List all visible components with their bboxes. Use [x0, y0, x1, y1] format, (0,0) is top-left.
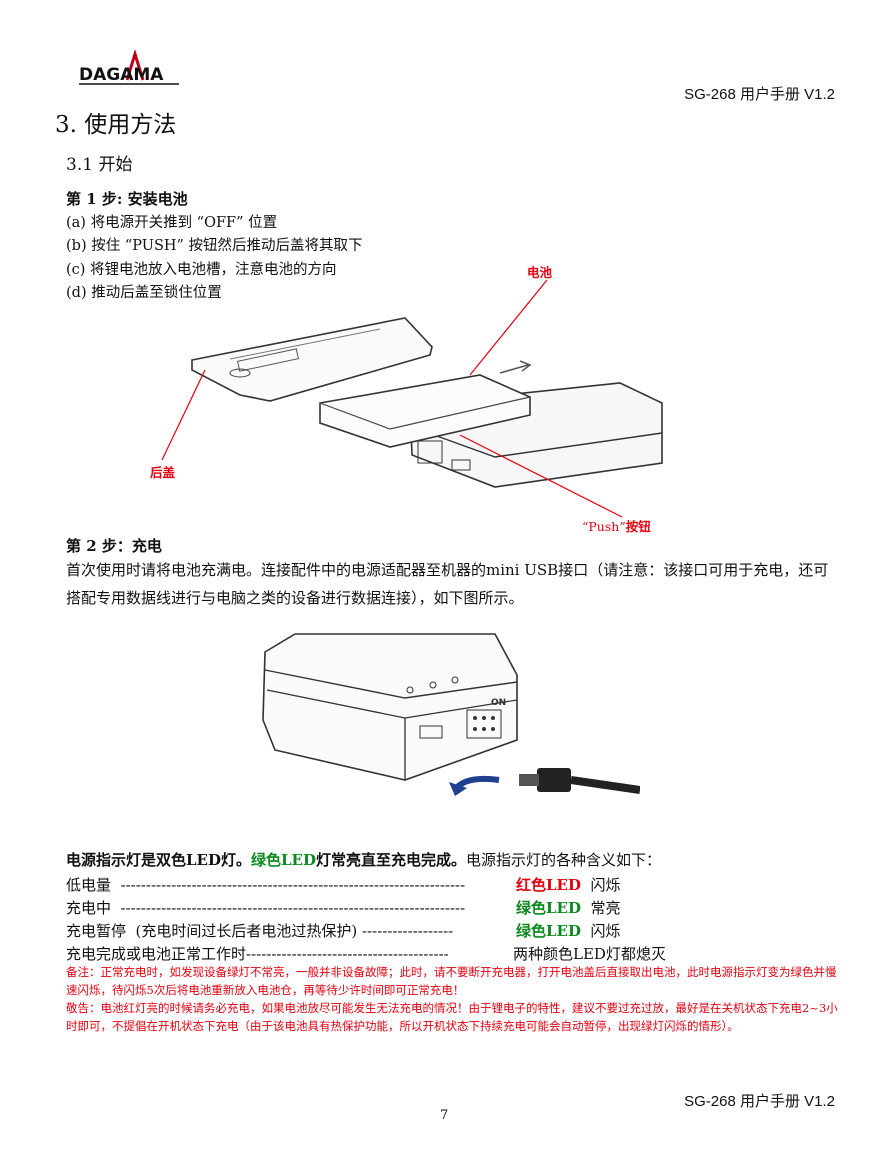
logo-text: DAGAMA — [79, 65, 164, 85]
led-row-paused: 充电暂停 (充电时间过长后者电池过热保护) ------------------ — [66, 920, 458, 941]
battery-callout: 电池 — [527, 265, 553, 280]
indicator-intro-green: 绿色LED — [251, 851, 316, 869]
led-state: 闪烁 — [581, 876, 621, 894]
indicator-intro-3: 电源指示灯的各种含义如下： — [466, 851, 662, 869]
indicator-intro-1: 电源指示灯是双色LED灯。 — [66, 851, 251, 869]
led-row-label: 充电暂停 (充电时间过长后者电池过热保护) ------------------ — [66, 922, 459, 940]
led-color: 红色LED — [516, 876, 581, 894]
led-state: 常亮 — [581, 899, 621, 917]
led-row-paused-state: 绿色LED 闪烁 — [516, 920, 621, 941]
step2-title: 第 2 步：充电 — [66, 537, 162, 555]
charging-illustration: ON — [255, 630, 641, 805]
section-heading: 3. 使用方法 — [55, 112, 177, 138]
step1-title: 第 1 步: 安装电池 — [66, 190, 188, 208]
page-number: 7 — [440, 1108, 449, 1123]
led-state: 两种颜色LED灯都熄灭 — [513, 945, 666, 963]
step1-line-b: (b) 按住 “PUSH” 按钮然后推动后盖将其取下 — [66, 238, 363, 254]
note-remark: 备注：正常充电时，如发现设备绿灯不常亮，一般并非设备故障；此时，请不要断开充电器… — [66, 965, 837, 997]
brand-logo: DAGAMA — [75, 48, 185, 90]
step1-line-d: (d) 推动后盖至锁住位置 — [66, 285, 222, 301]
step2-paragraph: 首次使用时请将电池充满电。连接配件中的电源适配器至机器的mini USB接口（请… — [66, 561, 829, 607]
push-callout: “Push”按钮 — [582, 516, 651, 535]
led-color: 绿色LED — [516, 922, 581, 940]
led-row-label: 充电完成或电池正常工作时----------------------------… — [66, 945, 454, 963]
led-row-complete: 充电完成或电池正常工作时----------------------------… — [66, 943, 454, 964]
push-callout-label: 按钮 — [625, 519, 651, 534]
led-state: 闪烁 — [581, 922, 621, 940]
led-color: 绿色LED — [516, 899, 581, 917]
battery-install-illustration — [150, 255, 710, 545]
led-row-charging-state: 绿色LED 常亮 — [516, 897, 621, 918]
indicator-intro-2: 灯常亮直至充电完成。 — [316, 851, 467, 869]
indicator-intro: 电源指示灯是双色LED灯。绿色LED灯常亮直至充电完成。电源指示灯的各种含义如下… — [66, 849, 661, 870]
header-title: SG-268 用户手册 V1.2 — [684, 86, 835, 103]
led-row-label: 充电中 ------------------------------------… — [66, 899, 470, 917]
led-row-complete-state: 两种颜色LED灯都熄灭 — [513, 943, 666, 964]
step1-line-c: (c) 将锂电池放入电池槽，注意电池的方向 — [66, 262, 337, 278]
led-row-low-state: 红色LED 闪烁 — [516, 874, 621, 895]
push-callout-quote: “Push” — [582, 519, 626, 534]
led-row-charging: 充电中 ------------------------------------… — [66, 897, 470, 918]
led-row-low: 低电量 ------------------------------------… — [66, 874, 470, 895]
led-row-label: 低电量 ------------------------------------… — [66, 876, 470, 894]
on-label: ON — [491, 698, 506, 708]
step1-line-a: (a) 将电源开关推到 “OFF” 位置 — [66, 215, 278, 231]
subsection-heading: 3.1 开始 — [66, 155, 133, 175]
cover-callout: 后盖 — [150, 465, 176, 480]
note-warning: 敬告：电池红灯亮的时候请务必充电，如果电池放尽可能发生无法充电的情况！由于锂电子… — [66, 1001, 838, 1033]
footer-title: SG-268 用户手册 V1.2 — [684, 1093, 835, 1110]
